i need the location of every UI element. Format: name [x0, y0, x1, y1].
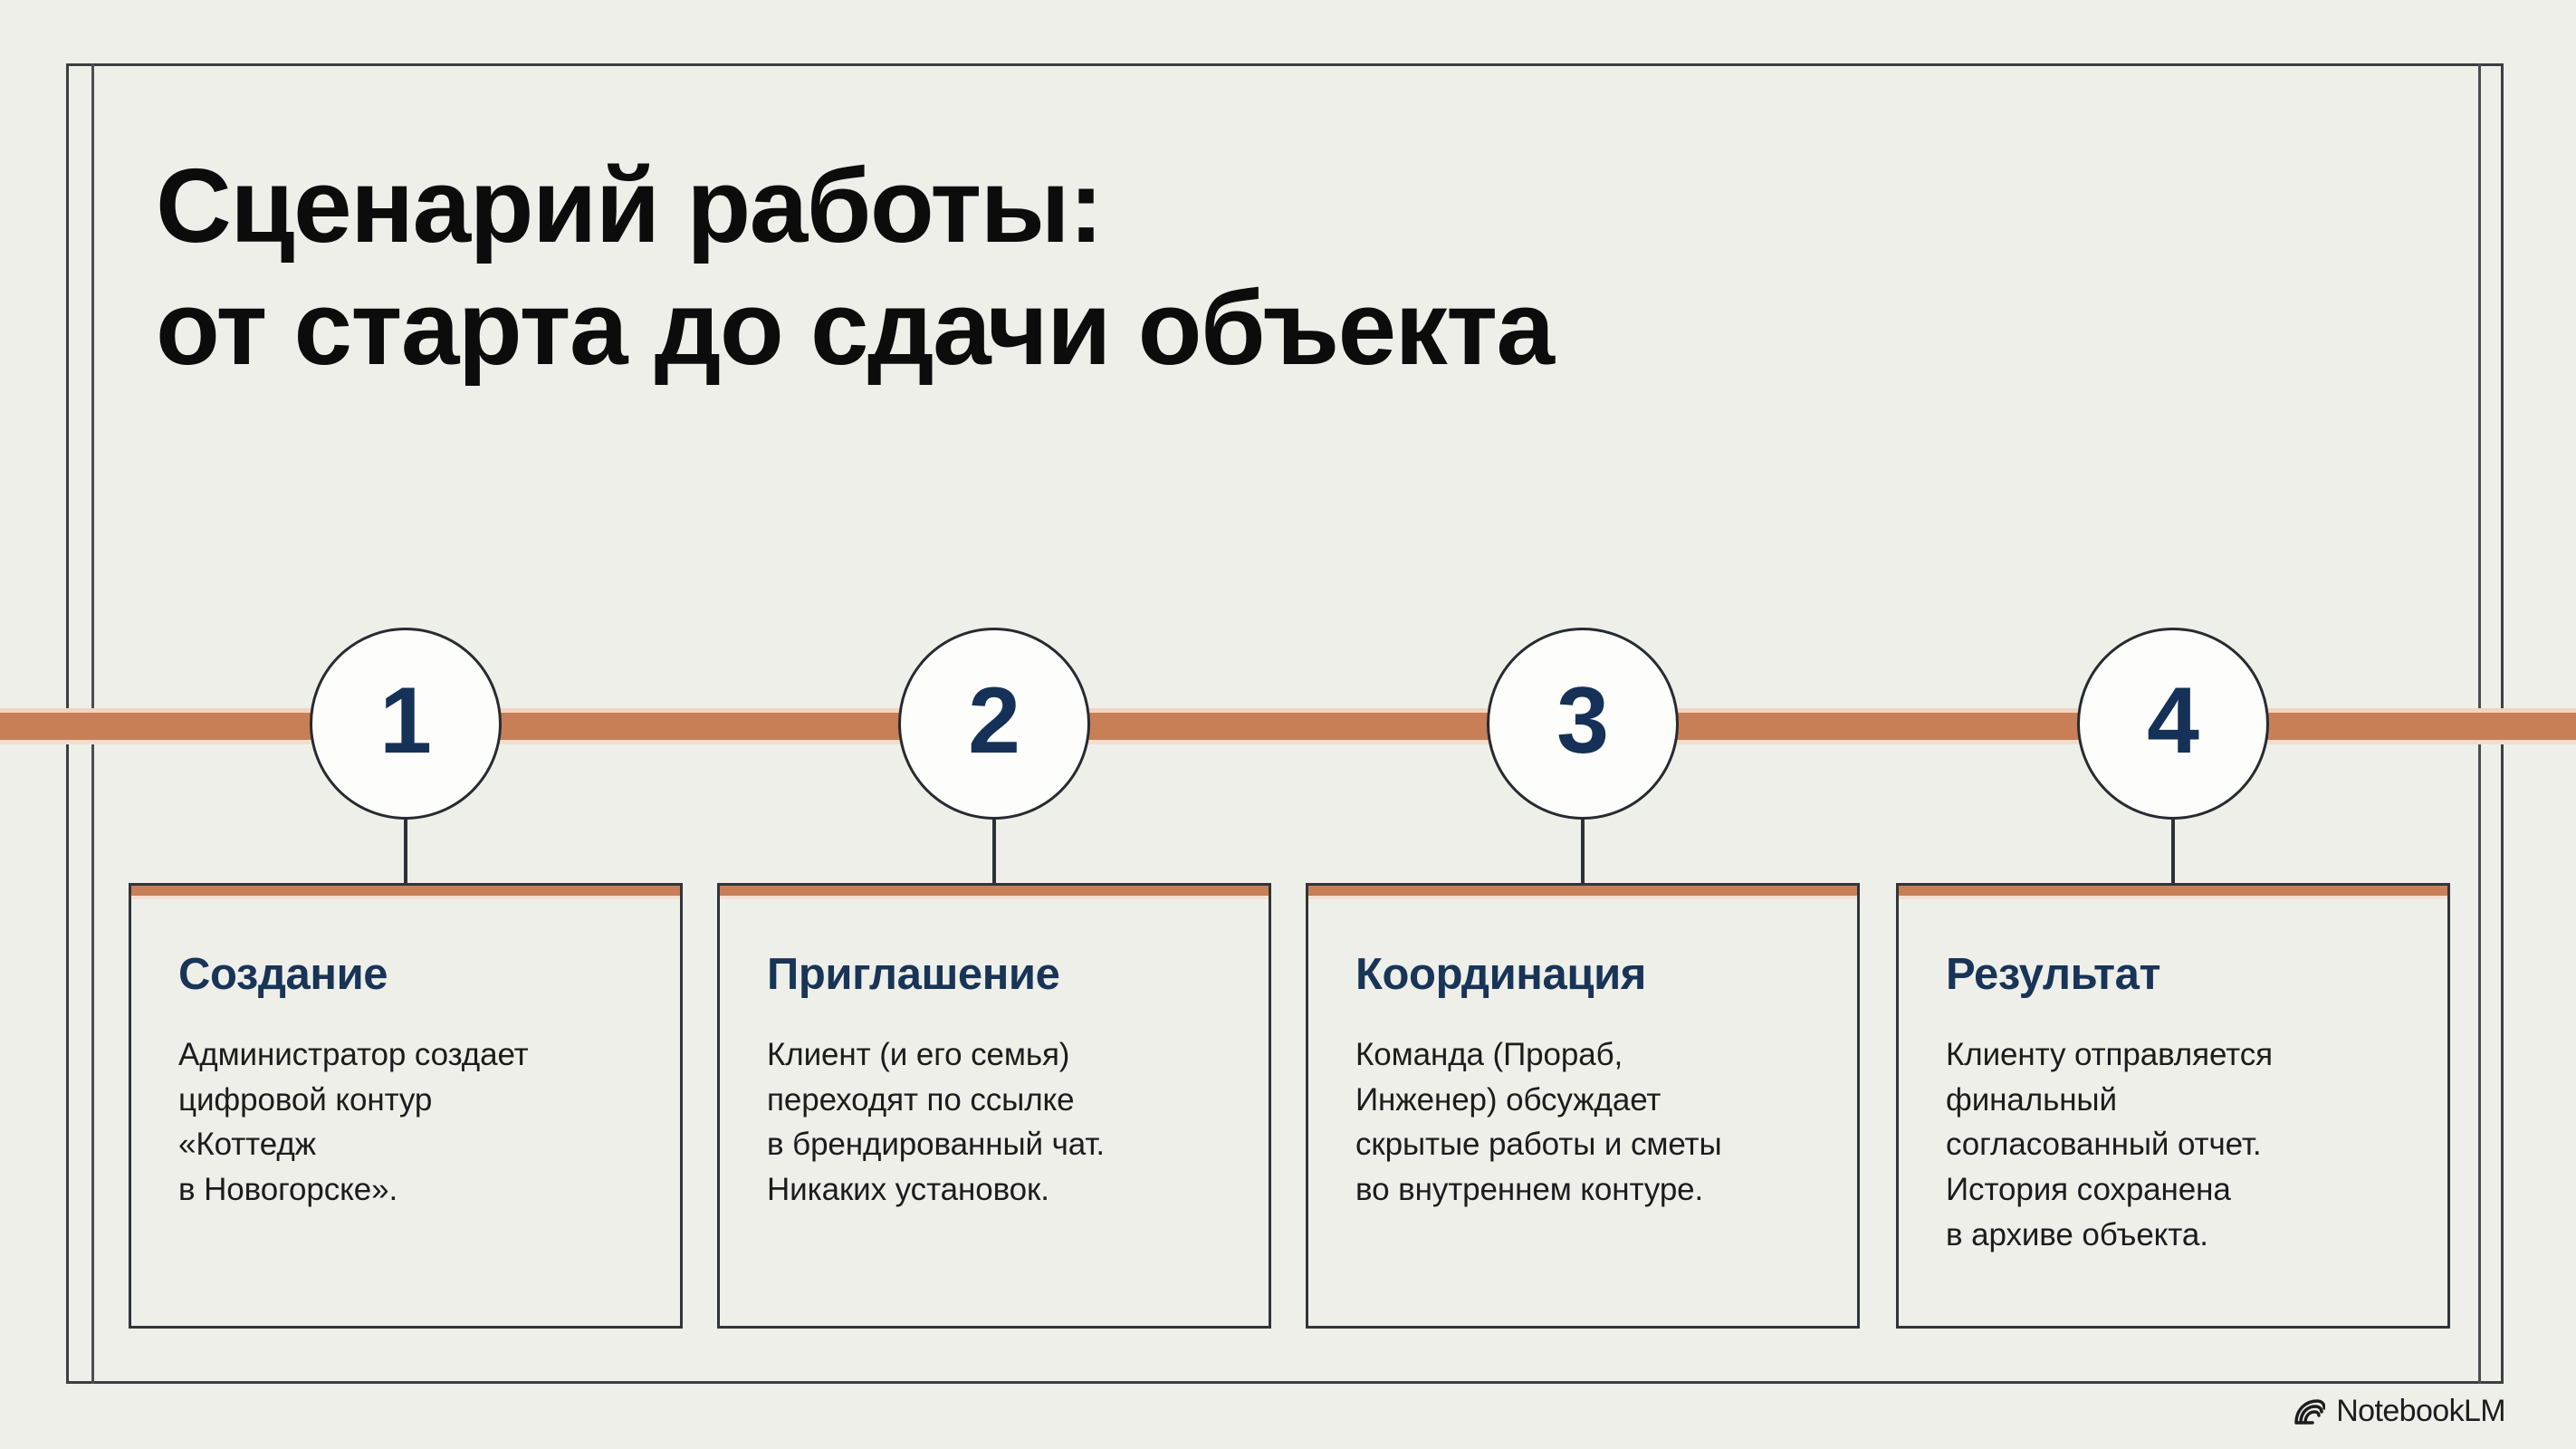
notebooklm-label: NotebookLM [2336, 1394, 2505, 1428]
card-body-1: Создание Администратор создает цифровой … [131, 886, 680, 1213]
step-card-4[interactable]: Результат Клиенту отправляется финальный… [1896, 883, 2450, 1329]
step-marker-2[interactable]: 2 [898, 628, 1090, 820]
card-text-1: Администратор создает цифровой контур «К… [178, 1036, 529, 1207]
card-body-2: Приглашение Клиент (и его семья) переход… [720, 886, 1269, 1213]
connector-line-4 [2171, 820, 2175, 886]
step-number-3: 3 [1556, 668, 1609, 773]
step-marker-4[interactable]: 4 [2077, 628, 2269, 820]
card-accent-bar-3 [1308, 886, 1857, 899]
slide-title: Сценарий работы: от старта до сдачи объе… [156, 147, 1555, 387]
card-body-4: Результат Клиенту отправляется финальный… [1899, 886, 2447, 1257]
card-accent-bar-2 [720, 886, 1269, 899]
card-text-3: Команда (Прораб, Инженер) обсуждает скры… [1355, 1036, 1722, 1207]
card-heading-3: Координация [1355, 950, 1646, 999]
card-accent-bar-4 [1899, 886, 2447, 899]
card-heading-2: Приглашение [767, 950, 1060, 999]
connector-line-1 [404, 820, 407, 886]
step-card-3[interactable]: Координация Команда (Прораб, Инженер) об… [1306, 883, 1860, 1329]
step-number-2: 2 [968, 668, 1020, 773]
step-marker-3[interactable]: 3 [1487, 628, 1679, 820]
step-card-2[interactable]: Приглашение Клиент (и его семья) переход… [717, 883, 1271, 1329]
connector-line-3 [1581, 820, 1585, 886]
notebooklm-spiral-icon [2293, 1397, 2326, 1426]
card-body-3: Координация Команда (Прораб, Инженер) об… [1308, 886, 1857, 1213]
notebooklm-branding: NotebookLM [2293, 1394, 2506, 1429]
card-heading-4: Результат [1946, 950, 2161, 999]
card-text-2: Клиент (и его семья) переходят по ссылке… [767, 1036, 1105, 1207]
card-accent-bar-1 [131, 886, 680, 899]
card-heading-1: Создание [178, 950, 388, 999]
connector-line-2 [992, 820, 996, 886]
step-number-1: 1 [379, 668, 432, 773]
step-card-1[interactable]: Создание Администратор создает цифровой … [129, 883, 683, 1329]
card-text-4: Клиенту отправляется финальный согласова… [1946, 1036, 2273, 1252]
step-marker-1[interactable]: 1 [310, 628, 502, 820]
step-number-4: 4 [2147, 668, 2199, 773]
